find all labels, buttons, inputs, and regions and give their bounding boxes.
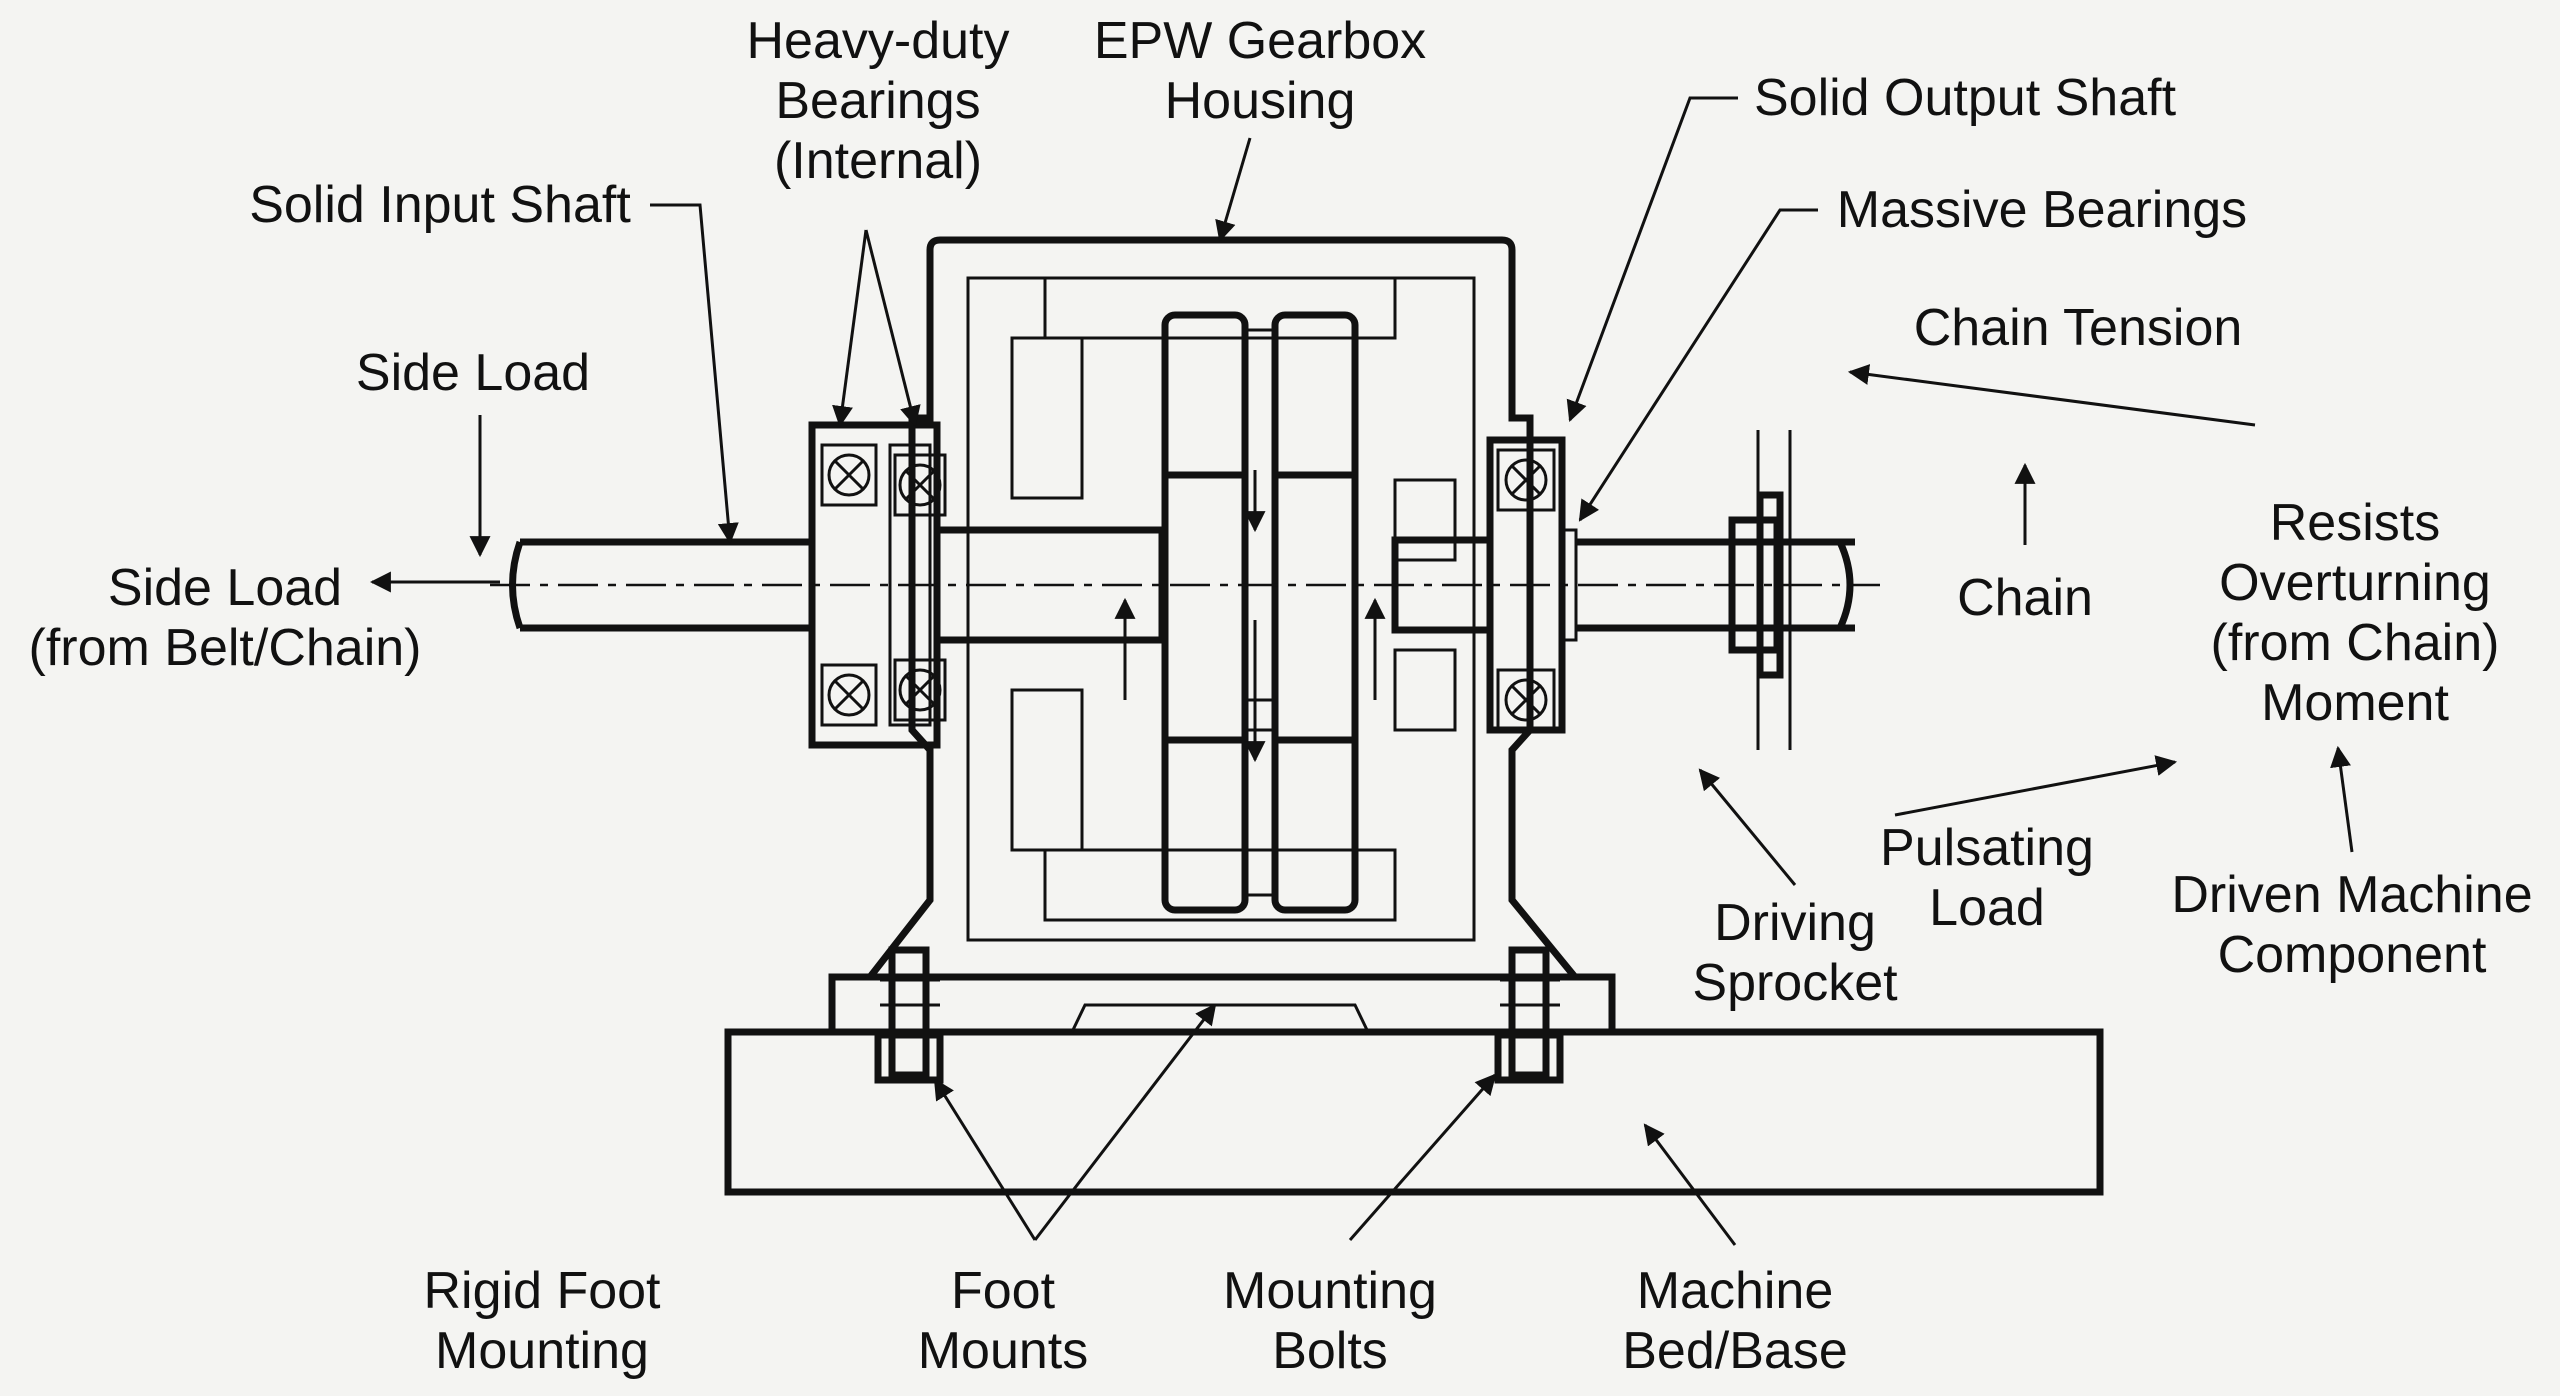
label-side-load-from-belt-line-0: Side Load — [108, 559, 342, 617]
bearing-symbols — [827, 453, 1548, 722]
foot-plate — [828, 973, 1616, 1036]
label-solid-output-shaft: Solid Output Shaft — [1754, 69, 2177, 127]
internal-load-arrows — [1114, 470, 1386, 763]
label-side-load-from-belt-line-1: (from Belt/Chain) — [29, 619, 422, 677]
label-foot-mounts-line-0: Foot — [951, 1262, 1056, 1320]
label-pulsating-load-line-1: Load — [1929, 879, 2045, 937]
label-resists-overturning-line-1: Overturning — [2219, 554, 2491, 612]
label-pulsating-load-line-0: Pulsating — [1880, 819, 2094, 877]
driving-sprocket — [1728, 430, 1792, 750]
label-machine-bed-base-line-1: Bed/Base — [1622, 1322, 1848, 1380]
label-rigid-foot-mounting-line-1: Mounting — [435, 1322, 649, 1380]
label-side-load-top-line-0: Side Load — [356, 344, 590, 402]
label-solid-output-shaft-line-0: Solid Output Shaft — [1754, 69, 2177, 127]
mounting-bolt-right — [1494, 946, 1564, 1084]
gear-train — [1161, 311, 1359, 914]
label-mounting-bolts-line-0: Mounting — [1223, 1262, 1437, 1320]
label-mounting-bolts-line-1: Bolts — [1272, 1322, 1388, 1380]
label-resists-overturning-line-0: Resists — [2270, 494, 2440, 552]
label-resists-overturning-line-2: (from Chain) — [2211, 614, 2500, 672]
label-massive-bearings-line-0: Massive Bearings — [1837, 181, 2247, 239]
label-driving-sprocket-line-1: Sprocket — [1692, 954, 1898, 1012]
label-side-load-top: Side Load — [356, 344, 590, 402]
label-epw-gearbox-housing-line-0: EPW Gearbox — [1094, 12, 1426, 70]
label-side-load-from-belt: Side Load(from Belt/Chain) — [29, 559, 422, 677]
label-massive-bearings: Massive Bearings — [1837, 181, 2247, 239]
label-heavy-duty-bearings-line-0: Heavy-duty — [747, 12, 1010, 70]
gearbox-housing — [862, 236, 1583, 981]
label-chain-tension: Chain Tension — [1914, 299, 2243, 357]
label-foot-mounts-line-1: Mounts — [918, 1322, 1089, 1380]
label-driving-sprocket-line-0: Driving — [1714, 894, 1876, 952]
label-solid-input-shaft-line-0: Solid Input Shaft — [249, 176, 631, 234]
label-heavy-duty-bearings-line-1: Bearings — [775, 72, 980, 130]
mounting-bolt-left — [874, 946, 944, 1084]
output-shaft — [1391, 536, 1855, 634]
label-chain: Chain — [1957, 569, 2093, 627]
label-driven-machine-component-line-1: Component — [2218, 926, 2487, 984]
label-chain-tension-line-0: Chain Tension — [1914, 299, 2243, 357]
label-heavy-duty-bearings-line-2: (Internal) — [774, 132, 982, 190]
label-solid-input-shaft: Solid Input Shaft — [249, 176, 631, 234]
label-rigid-foot-mounting-line-0: Rigid Foot — [424, 1262, 662, 1320]
label-driven-machine-component-line-0: Driven Machine — [2171, 866, 2532, 924]
label-chain-line-0: Chain — [1957, 569, 2093, 627]
label-resists-overturning-line-3: Moment — [2261, 674, 2449, 732]
label-epw-gearbox-housing-line-1: Housing — [1165, 72, 1356, 130]
leader-lines — [369, 96, 2354, 1246]
label-machine-bed-base-line-0: Machine — [1637, 1262, 1834, 1320]
